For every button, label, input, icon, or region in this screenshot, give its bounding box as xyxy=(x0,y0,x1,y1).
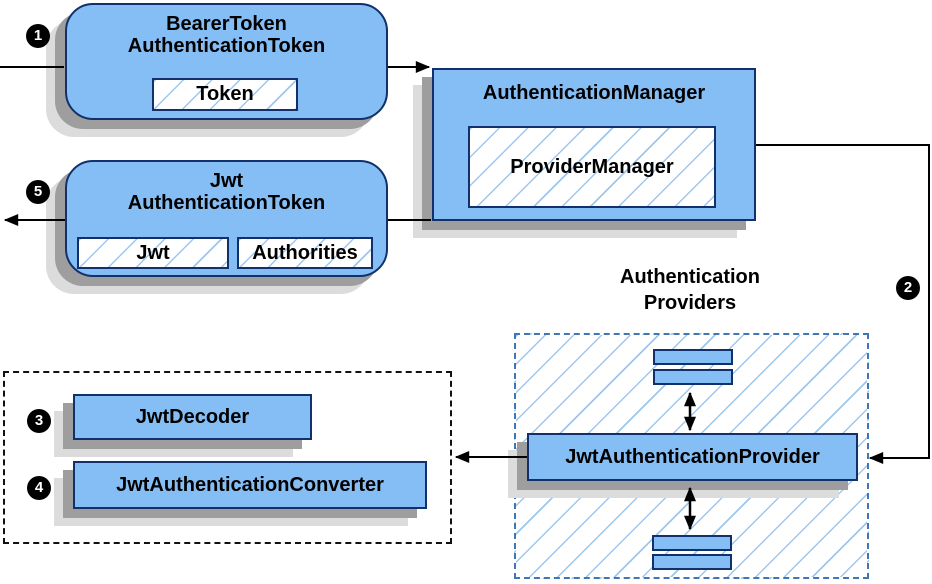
authentication-providers-label: Authentication Providers xyxy=(590,264,790,316)
bearer-token-authentication-token-node: BearerToken AuthenticationToken Token xyxy=(65,3,388,120)
step-badge-1: 1 xyxy=(26,24,50,48)
jwt-authentication-token-node: Jwt AuthenticationToken Jwt Authorities xyxy=(65,160,388,277)
step-badge-2: 2 xyxy=(896,276,920,300)
provider-placeholder-bar-2 xyxy=(653,369,733,385)
jwt-field-label: Jwt xyxy=(136,241,170,264)
jwt-authentication-provider-label: JwtAuthenticationProvider xyxy=(565,445,820,468)
authorities-field: Authorities xyxy=(237,237,373,269)
jwt-token-title: Jwt AuthenticationToken xyxy=(67,162,386,214)
jwt-field: Jwt xyxy=(77,237,229,269)
step-badge-4: 4 xyxy=(27,476,51,500)
step-badge-5: 5 xyxy=(26,180,50,204)
jwt-authentication-converter-node: JwtAuthenticationConverter xyxy=(73,461,427,509)
bearer-token-title-line2: AuthenticationToken xyxy=(127,35,326,57)
provider-manager-label: ProviderManager xyxy=(510,155,674,178)
jwt-token-title-line2: AuthenticationToken xyxy=(127,192,326,214)
provider-manager-box: ProviderManager xyxy=(468,126,716,208)
provider-placeholder-bar-4 xyxy=(652,554,732,570)
authentication-providers-label-line2: Providers xyxy=(643,292,737,314)
authentication-manager-title: AuthenticationManager xyxy=(482,82,706,104)
token-field-label: Token xyxy=(196,83,254,105)
bearer-token-title: BearerToken AuthenticationToken xyxy=(67,5,386,57)
authorities-field-label: Authorities xyxy=(252,241,358,264)
provider-placeholder-bar-1 xyxy=(653,349,733,365)
bearer-token-title-line1: BearerToken xyxy=(166,13,287,35)
jwt-authentication-provider-node: JwtAuthenticationProvider xyxy=(527,433,858,481)
jwt-token-title-line1: Jwt xyxy=(209,170,244,192)
provider-placeholder-bar-3 xyxy=(652,535,732,551)
jwt-authentication-converter-label: JwtAuthenticationConverter xyxy=(116,473,384,496)
step-badge-3: 3 xyxy=(27,409,51,433)
jwt-decoder-node: JwtDecoder xyxy=(73,394,312,440)
decoder-converter-group xyxy=(3,371,452,544)
jwt-decoder-label: JwtDecoder xyxy=(135,405,250,428)
authentication-manager-node: AuthenticationManager ProviderManager xyxy=(432,68,756,221)
authentication-providers-label-line1: Authentication xyxy=(620,266,760,288)
token-field: Token xyxy=(152,78,298,111)
